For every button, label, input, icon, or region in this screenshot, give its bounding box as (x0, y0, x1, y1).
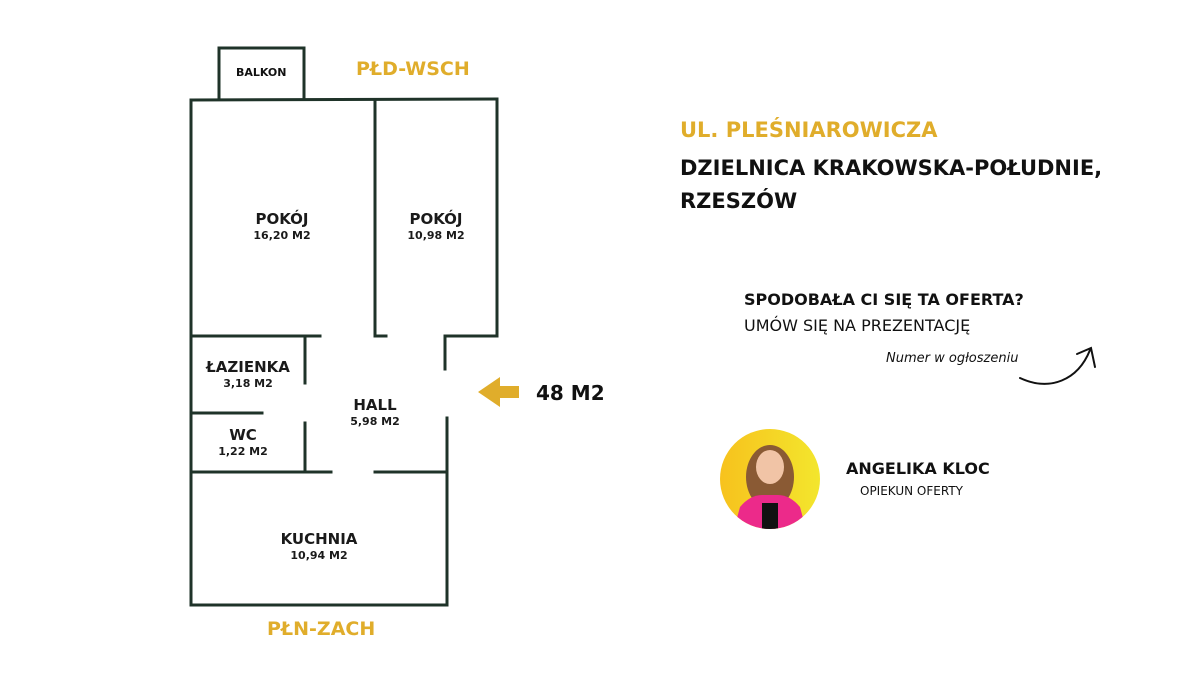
agent-photo (734, 445, 806, 529)
district-name: DZIELNICA KRAKOWSKA-POŁUDNIE, RZESZÓW (680, 156, 1103, 213)
room-area: 10,98 M2 (407, 228, 465, 242)
cta-subline: UMÓW SIĘ NA PREZENTACJĘ (744, 316, 971, 335)
room-area: 1,22 M2 (218, 444, 268, 458)
room-area: 10,94 M2 (290, 548, 348, 562)
room-area: 5,98 M2 (350, 414, 400, 428)
agent-name: ANGELIKA KLOC (846, 459, 990, 478)
orientation-top: PŁD-WSCH (356, 58, 470, 80)
agent-role: OPIEKUN OFERTY (860, 484, 963, 498)
agent-avatar (720, 429, 820, 529)
curved-arrow-icon (1019, 349, 1091, 385)
street-name: UL. PLEŚNIAROWICZA (680, 118, 938, 142)
balcony-walls (217, 46, 306, 101)
room-name: POKÓJ (255, 210, 309, 228)
total-area: 48 M2 (536, 381, 605, 405)
room-name: HALL (353, 396, 397, 414)
room-name: WC (229, 426, 257, 444)
entrance-arrow-icon (478, 377, 519, 407)
contact-note: Numer w ogłoszeniu (886, 351, 1019, 366)
room-name: ŁAZIENKA (206, 358, 290, 376)
orientation-bottom: PŁN-ZACH (267, 618, 376, 640)
room-area: 16,20 M2 (253, 228, 311, 242)
inner-walls (189, 98, 449, 474)
room-name: POKÓJ (409, 210, 463, 228)
outer-walls (189, 97, 499, 607)
cta-headline: SPODOBAŁA CI SIĘ TA OFERTA? (744, 290, 1024, 309)
room-area: 3,18 M2 (223, 376, 273, 390)
room-name: KUCHNIA (280, 530, 358, 548)
balcony-label: BALKON (236, 66, 287, 79)
